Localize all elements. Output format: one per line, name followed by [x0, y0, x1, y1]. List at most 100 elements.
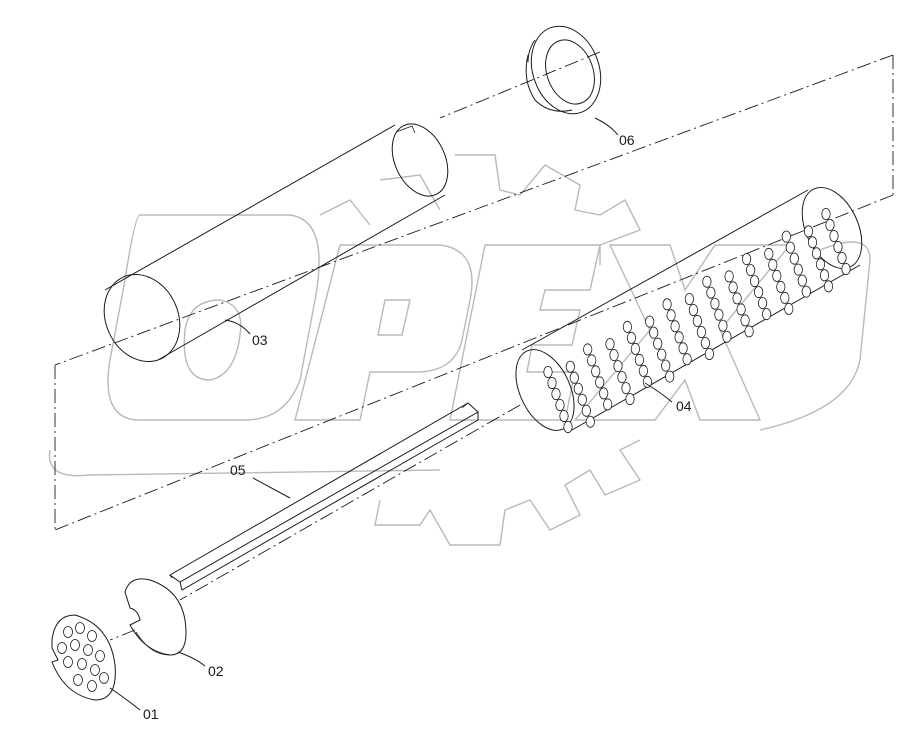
- perforation-hole: [803, 225, 814, 238]
- disc-hole: [73, 674, 83, 686]
- perforation-hole: [780, 291, 790, 304]
- part-label-06: 06: [619, 132, 635, 148]
- disc-hole: [90, 664, 100, 676]
- perforation-hole: [704, 347, 715, 360]
- perforation-hole: [599, 387, 609, 400]
- part-label-01: 01: [143, 706, 159, 722]
- disc-perforation-holes: [57, 622, 109, 692]
- disc-hole: [57, 642, 67, 654]
- perforated-end-disc: [51, 614, 116, 701]
- perforation-hole: [587, 354, 597, 367]
- part-label-02: 02: [208, 663, 224, 679]
- watermark-letter-o: [107, 214, 320, 421]
- perforation-hole: [768, 258, 778, 271]
- perforation-hole: [559, 409, 569, 422]
- leader-lines: [109, 117, 673, 711]
- perforation-hole: [609, 349, 619, 362]
- watermark-letter-p: [294, 244, 473, 421]
- disc-hole: [87, 680, 97, 692]
- perforation-hole: [714, 308, 724, 321]
- perforation-hole: [630, 342, 641, 355]
- perforation-hole: [565, 360, 575, 373]
- perforation-hole: [688, 303, 699, 316]
- perforation-hole: [634, 353, 645, 366]
- disc-hole: [63, 656, 73, 668]
- perforation-hole: [563, 420, 573, 433]
- key-strip: [169, 402, 479, 591]
- perforation-hole: [732, 292, 742, 305]
- perforation-hole: [837, 251, 847, 264]
- perforation-hole: [661, 359, 671, 372]
- perforation-hole: [736, 303, 746, 316]
- perforation-hole: [692, 314, 703, 327]
- perforation-hole: [626, 331, 637, 344]
- disc-hole: [99, 672, 109, 684]
- perforation-hole: [653, 337, 663, 350]
- perforation-hole: [555, 398, 565, 411]
- perforation-hole: [621, 382, 631, 395]
- perforation-hole: [613, 360, 623, 373]
- perforation-hole: [657, 348, 667, 361]
- perforation-hole: [585, 415, 595, 428]
- perforation-hole: [583, 343, 593, 356]
- perforation-hole: [543, 365, 553, 378]
- perforation-hole: [753, 286, 764, 299]
- perforation-hole: [728, 281, 738, 294]
- perforation-holes: [543, 207, 851, 433]
- perforation-hole: [670, 320, 680, 333]
- perforation-hole: [722, 330, 732, 343]
- perforation-hole: [569, 371, 579, 384]
- perforation-hole: [761, 308, 772, 321]
- disc-hole: [70, 639, 80, 651]
- disc-hole: [83, 644, 93, 656]
- perforation-hole: [573, 382, 583, 395]
- perforation-hole: [741, 253, 752, 266]
- perforation-hole: [797, 274, 807, 287]
- perforation-hole: [745, 264, 756, 277]
- outer-tube: [103, 123, 449, 363]
- watermark-gear-outline: [319, 154, 642, 546]
- perforation-hole: [605, 338, 615, 351]
- perforation-hole: [662, 298, 672, 311]
- perforation-hole: [757, 297, 768, 310]
- perforation-hole: [617, 371, 627, 384]
- perforation-hole: [622, 320, 633, 333]
- watermark-letter-x: [573, 244, 792, 421]
- perforation-hole: [829, 229, 839, 242]
- perforation-hole: [642, 375, 653, 388]
- part-label-05: 05: [230, 462, 246, 478]
- perforation-hole: [724, 270, 734, 283]
- perforation-hole: [649, 326, 659, 339]
- perforation-hole: [603, 398, 613, 411]
- perforation-hole: [764, 247, 774, 260]
- perforation-hole: [744, 325, 754, 338]
- slotted-end-disc: [124, 578, 187, 656]
- perforation-hole: [710, 297, 720, 310]
- perforation-hole: [819, 269, 830, 282]
- assembly-axis-lines: [54, 51, 894, 641]
- perforation-hole: [825, 218, 835, 231]
- disc-hole: [63, 626, 73, 638]
- perforated-tube: [515, 187, 863, 433]
- perforation-hole: [821, 207, 831, 220]
- perforation-hole: [551, 387, 561, 400]
- perforation-hole: [841, 262, 851, 275]
- perforation-hole: [665, 370, 675, 383]
- watermark-swoosh: [48, 241, 871, 477]
- perforation-hole: [674, 331, 684, 344]
- perforation-hole: [678, 342, 688, 355]
- perforation-hole: [645, 315, 655, 328]
- perforation-hole: [811, 247, 822, 260]
- part-label-03: 03: [252, 332, 268, 348]
- perforation-hole: [581, 404, 591, 417]
- perforation-hole: [666, 309, 676, 322]
- perforation-hole: [749, 275, 760, 288]
- part-label-04: 04: [676, 398, 692, 414]
- perforation-hole: [591, 365, 601, 378]
- flange-bushing: [525, 25, 602, 115]
- perforation-hole: [801, 285, 811, 298]
- perforation-hole: [638, 364, 649, 377]
- perforation-hole: [793, 263, 803, 276]
- perforation-hole: [577, 393, 587, 406]
